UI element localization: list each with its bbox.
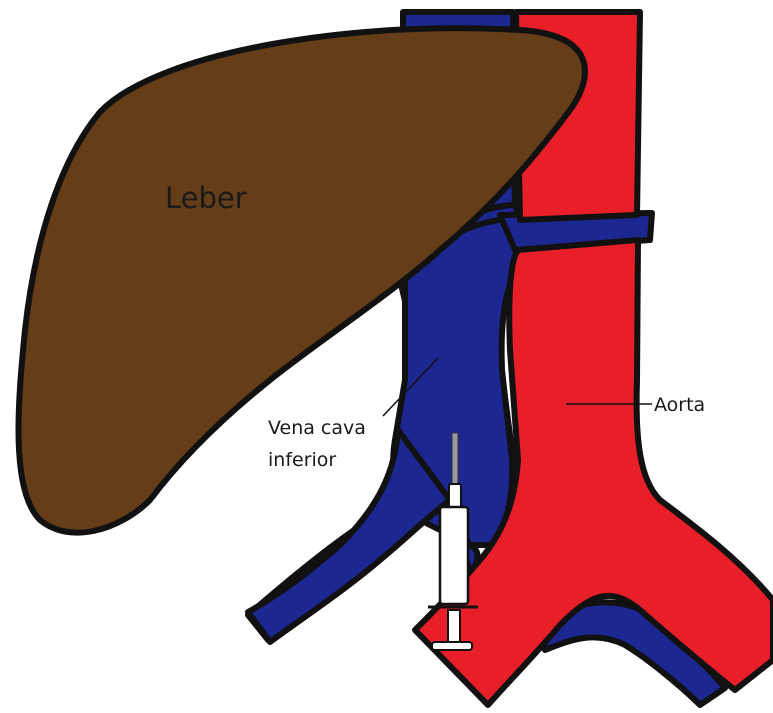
- liver-label: Leber: [165, 181, 247, 215]
- vena-cava-label-line2: inferior: [268, 449, 336, 471]
- syringe-barrel: [440, 507, 468, 604]
- syringe-needle: [452, 433, 458, 485]
- syringe-tip: [449, 484, 461, 508]
- aorta-label: Aorta: [654, 394, 705, 416]
- syringe-thumb-rest: [432, 642, 472, 650]
- vena-cava-label-line1: Vena cava: [268, 417, 366, 439]
- syringe-plunger: [448, 610, 460, 642]
